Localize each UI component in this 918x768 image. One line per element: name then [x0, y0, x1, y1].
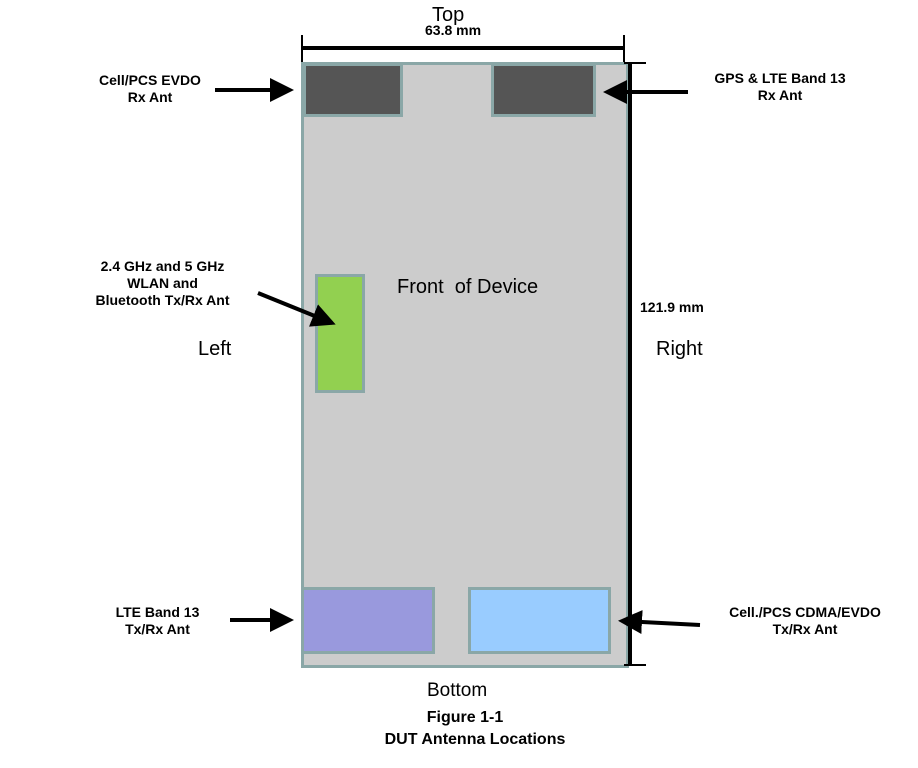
- height-dimension-line: [624, 62, 646, 666]
- lte-tx-antenna: [301, 587, 435, 654]
- cdma-tx-label: Cell./PCS CDMA/EVDO Tx/Rx Ant: [729, 604, 881, 637]
- width-dimension-line: [301, 35, 625, 62]
- top-label: Top: [432, 4, 465, 26]
- front-label: Front of Device: [397, 276, 539, 298]
- wlan-bt-antenna: [315, 274, 365, 393]
- gps-lte-rx-label: GPS & LTE Band 13 Rx Ant: [714, 70, 846, 103]
- cell-pcs-rx-antenna: [303, 63, 403, 117]
- arrow-wlan-bt: [257, 291, 336, 327]
- figure-number: Figure 1-1: [426, 709, 504, 726]
- figure-title: DUT Antenna Locations: [384, 731, 566, 748]
- lte-tx-label: LTE Band 13 Tx/Rx Ant: [115, 604, 200, 637]
- height-dimension-label: 121.9 mm: [640, 299, 704, 315]
- width-dimension-label: 63.8 mm: [425, 22, 482, 38]
- left-label: Left: [198, 338, 232, 360]
- cdma-tx-antenna: [468, 587, 611, 654]
- right-label: Right: [656, 338, 703, 360]
- wlan-bt-label: 2.4 GHz and 5 GHz WLAN and Bluetooth Tx/…: [95, 258, 230, 308]
- gps-lte-rx-antenna: [491, 63, 596, 117]
- bottom-label: Bottom: [427, 680, 488, 701]
- arrow-cdma-tx: [618, 610, 701, 635]
- cell-pcs-rx-label: Cell/PCS EVDO Rx Ant: [99, 72, 201, 105]
